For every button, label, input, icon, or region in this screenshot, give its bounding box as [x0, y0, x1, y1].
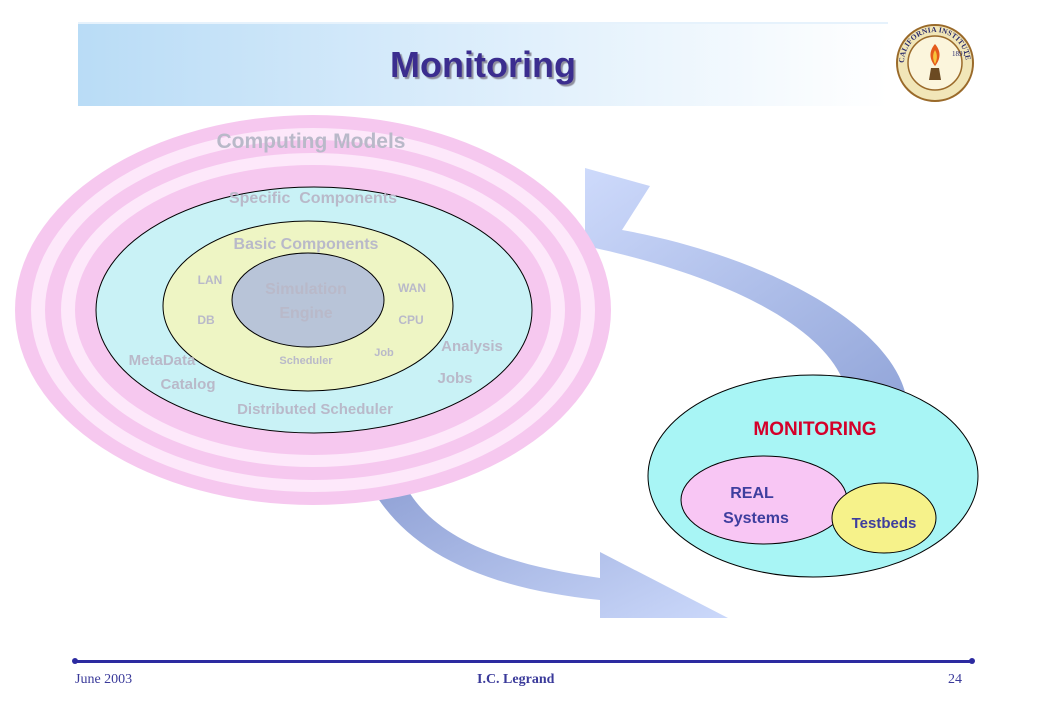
simulation-engine-label-line1: Simulation: [265, 281, 347, 298]
distributed-scheduler-label: Distributed Scheduler: [237, 401, 393, 418]
simulation-engine-ellipse: [231, 252, 385, 348]
specific-components-label: Specific Components: [229, 190, 397, 207]
slide-title: Monitoring: [390, 44, 576, 85]
footer-author: I.C. Legrand: [477, 672, 555, 687]
caltech-seal-logo: CALIFORNIA INSTITUTE OF TECHNOLOGY 1891: [887, 15, 980, 104]
catalog-label: Catalog: [160, 376, 215, 393]
arrow-to-monitoring: [585, 168, 905, 392]
lan-label: LAN: [198, 273, 223, 287]
metadata-label: MetaData: [129, 352, 196, 369]
title-bar: Monitoring: [78, 22, 888, 106]
testbeds-label: Testbeds: [852, 515, 917, 532]
job-label: Job: [374, 347, 394, 359]
footer-rule: [75, 660, 973, 663]
jobs-label: Jobs: [437, 370, 472, 387]
seal-year: 1891: [952, 50, 967, 58]
simulation-engine-label-line2: Engine: [279, 305, 332, 322]
footer-rule-right-dot: [969, 658, 975, 664]
wan-label: WAN: [398, 281, 426, 295]
basic-components-label: Basic Components: [234, 236, 379, 253]
real-systems-label-line2: Systems: [723, 510, 789, 527]
db-label: DB: [197, 313, 215, 327]
computing-models-title: Computing Models: [217, 130, 406, 153]
scheduler-label: Scheduler: [279, 355, 333, 367]
footer-date: June 2003: [75, 672, 133, 687]
footer-page-number: 24: [948, 672, 962, 687]
arrow-to-computing-models: [355, 440, 728, 618]
footer-rule-left-dot: [72, 658, 78, 664]
testbeds-ellipse: [831, 482, 937, 554]
cpu-label: CPU: [398, 313, 423, 327]
real-systems-label-line1: REAL: [730, 485, 774, 502]
monitoring-title: MONITORING: [753, 419, 876, 440]
analysis-label: Analysis: [441, 338, 503, 355]
caltech-seal-icon: CALIFORNIA INSTITUTE OF TECHNOLOGY 1891: [887, 15, 974, 102]
